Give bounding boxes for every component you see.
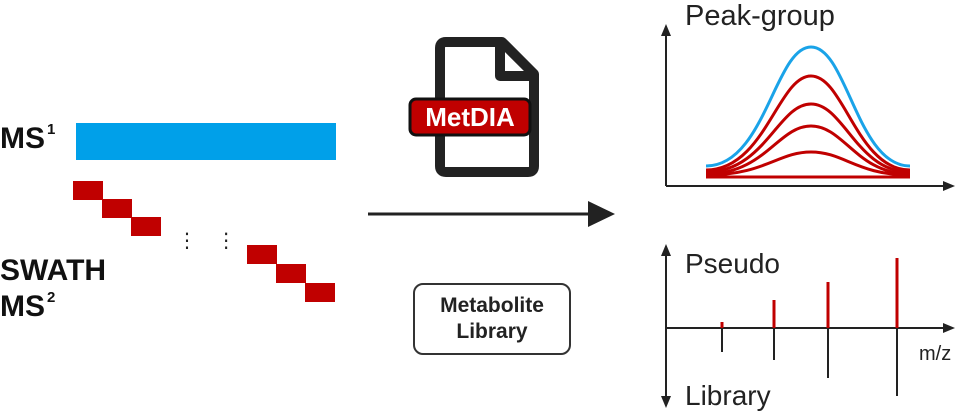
swath-window <box>131 217 161 236</box>
swath-window <box>247 245 277 264</box>
swath-label: SWATH <box>0 254 107 287</box>
peak-curve-ms1 <box>705 45 911 168</box>
ms1-bar <box>76 123 336 160</box>
metabolite-library-box: Metabolite Library <box>413 283 571 355</box>
library-box-line1: Metabolite <box>440 293 544 317</box>
library-label: Library <box>685 380 771 411</box>
swath-windows <box>73 181 335 302</box>
software-name: MetDIA <box>425 102 515 132</box>
pseudo-peaks <box>720 258 899 328</box>
peak-curves <box>705 45 911 179</box>
arrow-right-icon <box>368 201 615 227</box>
swath-window <box>102 199 132 218</box>
swath-ellipsis: ⋮ ⋮ <box>177 228 237 252</box>
pseudo-label: Pseudo <box>685 248 780 279</box>
swath-window <box>276 264 306 283</box>
library-box-line2: Library <box>456 320 528 343</box>
peak-curve <box>705 74 911 172</box>
library-peaks <box>721 328 898 396</box>
swath-window <box>305 283 335 302</box>
peak-curve <box>705 102 911 174</box>
peak-chart-axes <box>661 24 955 191</box>
swath-window <box>73 181 103 200</box>
peak-curve <box>705 150 911 177</box>
peak-group-title: Peak-group <box>685 0 835 32</box>
document-file-icon <box>408 37 539 177</box>
peak-curve <box>705 124 911 176</box>
mz-axis-label: m/z <box>919 343 952 365</box>
